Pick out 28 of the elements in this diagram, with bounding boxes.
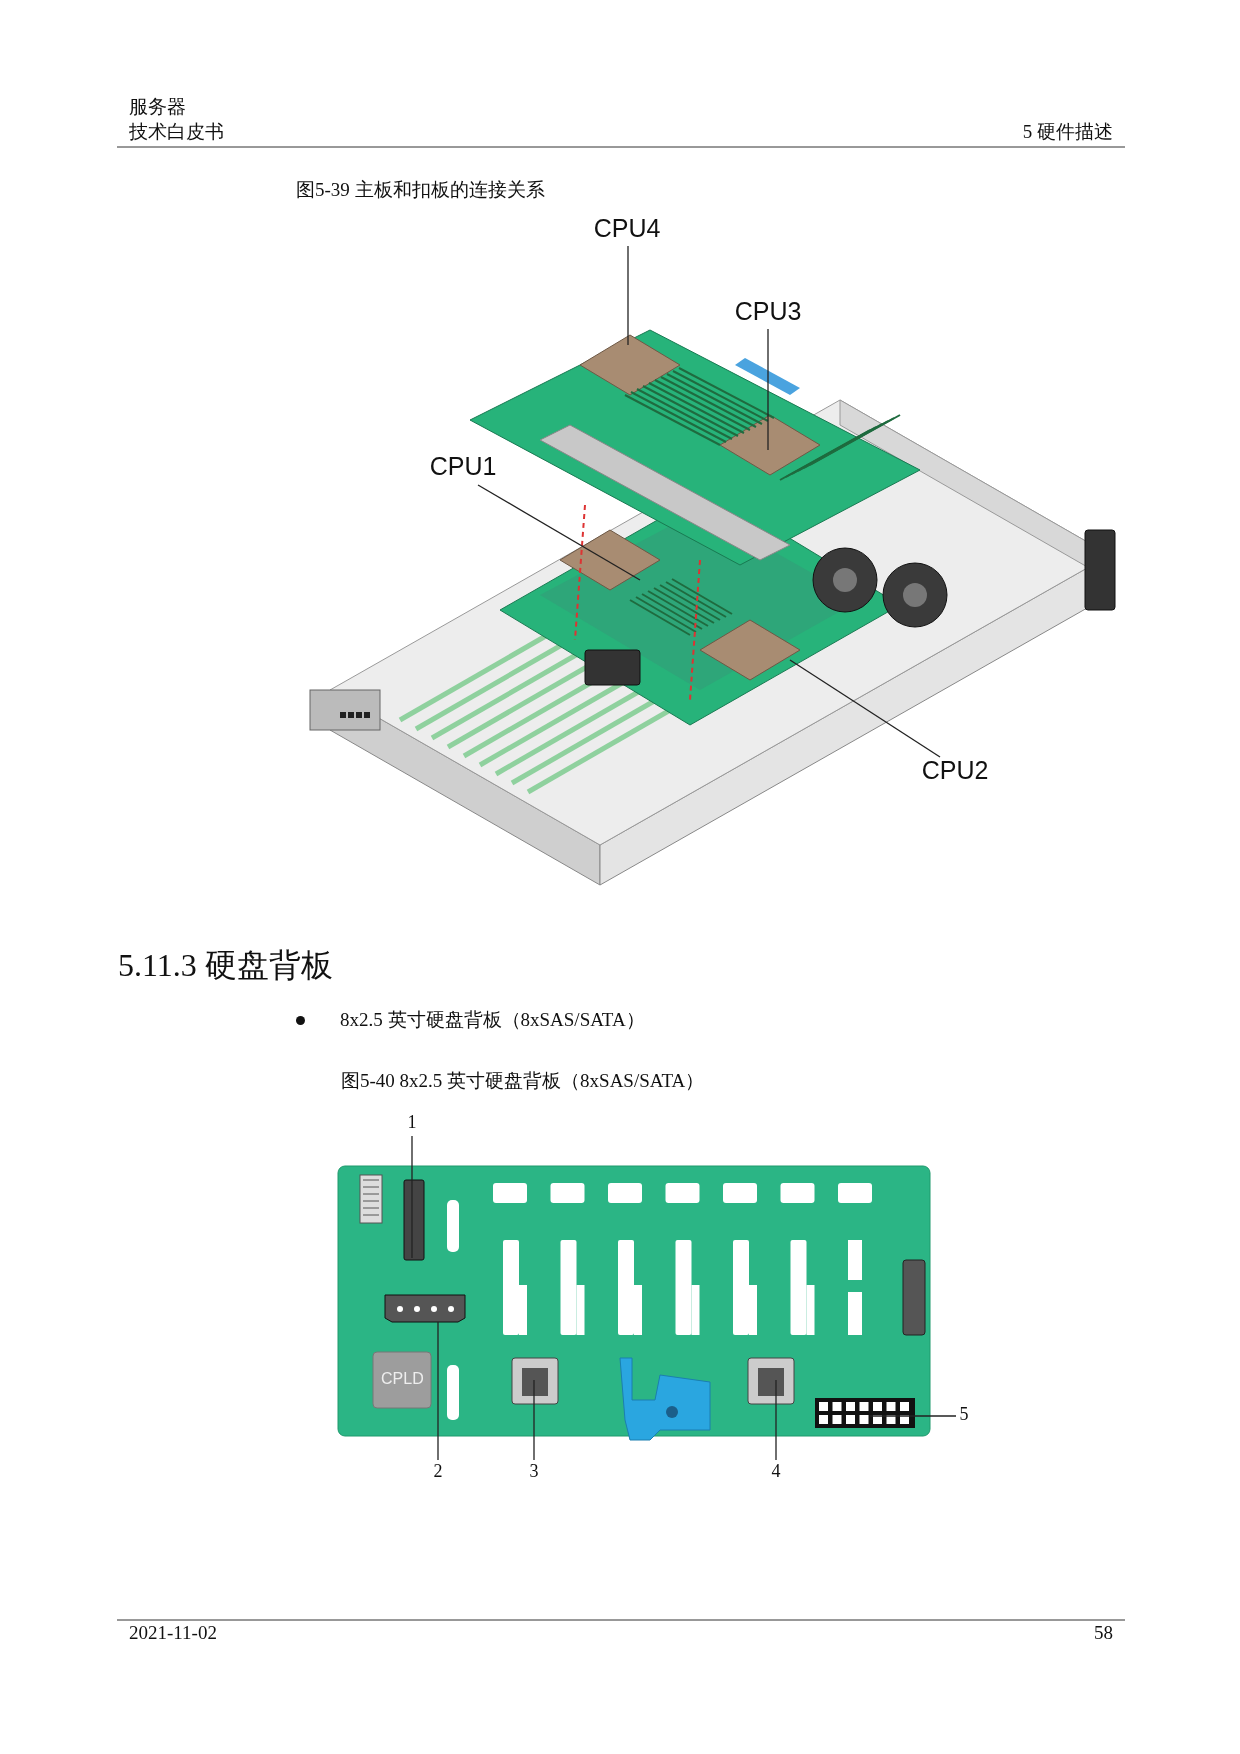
page-number: 58 (1094, 1623, 1113, 1644)
callout-label: CPU4 (593, 215, 661, 243)
chip-label: CPLD (381, 1370, 424, 1388)
leader-line (869, 1415, 957, 1417)
leader-line (627, 245, 629, 346)
figure-caption: 图5-40 8x2.5 英寸硬盘背板（8xSAS/SATA） (341, 1071, 705, 1092)
callout-number: 4 (771, 1462, 781, 1482)
header-text: 5 硬件描述 (1022, 122, 1113, 143)
figure-caption: 图5-39 主板和扣板的连接关系 (296, 180, 545, 201)
header-text: 技术白皮书 (129, 122, 224, 143)
callout-number: 1 (407, 1113, 417, 1133)
leader-line (437, 1321, 439, 1461)
callout-number: 3 (529, 1462, 539, 1482)
leader-line (767, 328, 769, 451)
bullet-text: 8x2.5 英寸硬盘背板（8xSAS/SATA） (340, 1010, 645, 1031)
leader-line (411, 1135, 413, 1259)
leader-line (775, 1379, 777, 1461)
callout-label: CPU3 (734, 298, 802, 326)
callout-label: CPU2 (921, 757, 989, 785)
leader-line (789, 659, 941, 758)
leader-line (533, 1379, 535, 1461)
callout-number: 5 (959, 1405, 969, 1425)
section-heading: 5.11.3 硬盘背板 (118, 948, 333, 984)
callout-number: 2 (433, 1462, 443, 1482)
footer-date: 2021-11-02 (129, 1623, 217, 1644)
callout-label: CPU1 (429, 453, 497, 481)
header-text: 服务器 (129, 97, 186, 118)
leader-line (477, 484, 641, 581)
